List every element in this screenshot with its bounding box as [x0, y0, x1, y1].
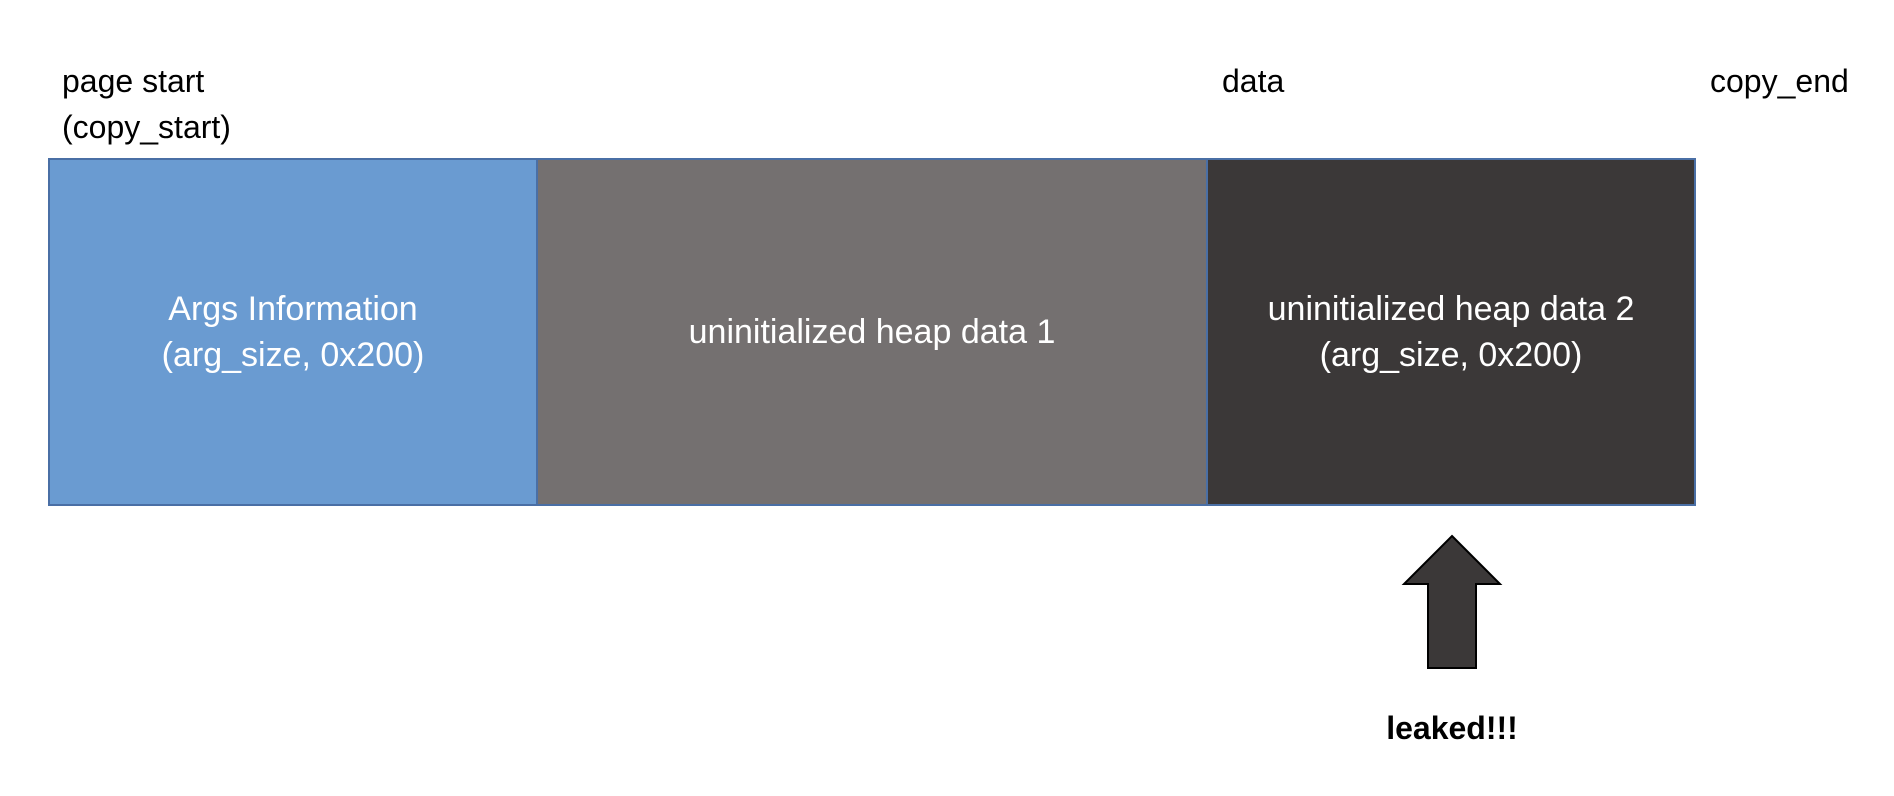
up-arrow-icon	[1401, 534, 1503, 669]
segment-title: uninitialized heap data 2	[1267, 290, 1635, 328]
copy-start-text: (copy_start)	[62, 109, 231, 145]
memory-layout-bar: Args Information (arg_size, 0x200) unini…	[48, 158, 1696, 506]
segment-title: uninitialized heap data 1	[688, 313, 1056, 351]
args-information-segment: Args Information (arg_size, 0x200)	[50, 160, 538, 504]
uninitialized-heap-data-2-segment: uninitialized heap data 2 (arg_size, 0x2…	[1208, 160, 1694, 504]
page-start-label: page start (copy_start)	[62, 58, 231, 150]
uninitialized-heap-data-1-segment: uninitialized heap data 1	[538, 160, 1208, 504]
up-arrow-shape	[1401, 534, 1503, 669]
data-label: data	[1222, 63, 1285, 99]
segment-subtitle: (arg_size, 0x200)	[1319, 336, 1583, 374]
copy-end-label: copy_end	[1710, 63, 1849, 99]
page-start-text: page start	[62, 63, 205, 99]
segment-subtitle: (arg_size, 0x200)	[161, 336, 425, 374]
segment-title: Args Information	[168, 290, 418, 328]
leaked-label: leaked!!!	[1386, 710, 1518, 746]
